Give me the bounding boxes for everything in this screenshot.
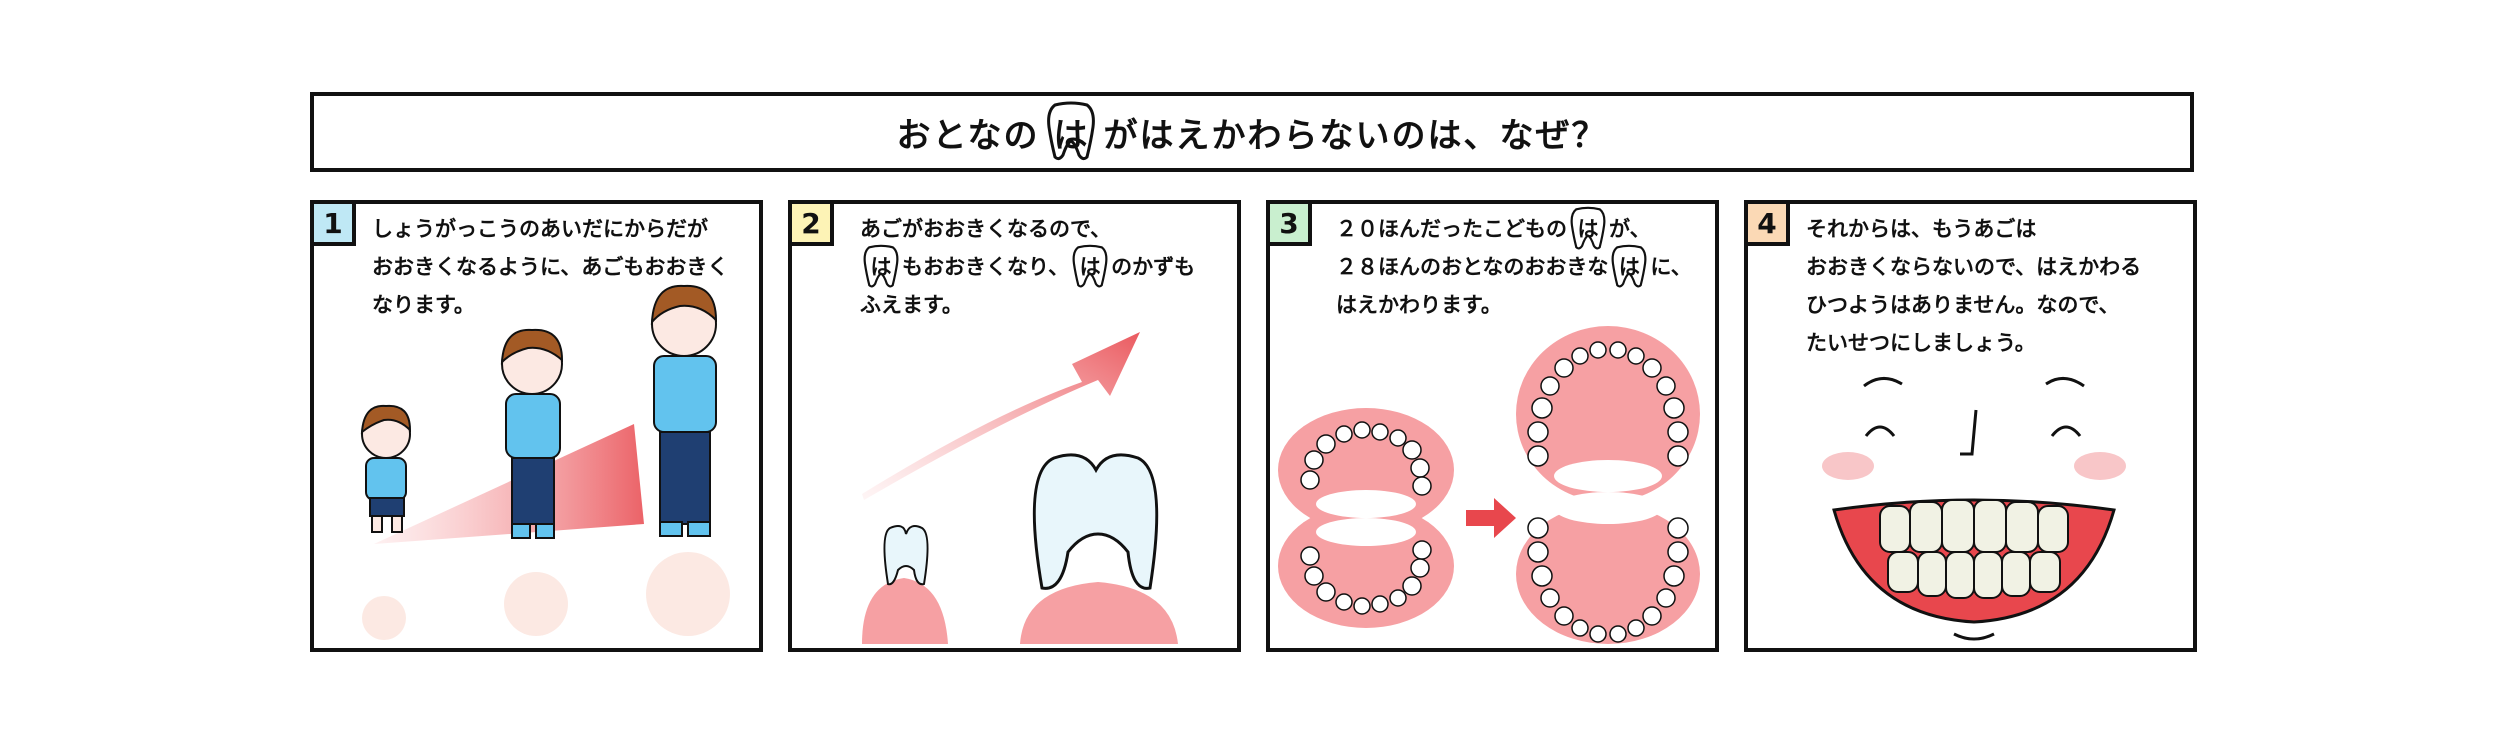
title-before: おとなの [896,115,1040,156]
right-eye-icon [2050,425,2082,437]
panel-number: 1 [314,204,356,246]
panel-number: 4 [1748,204,1790,246]
large-gum-icon [1020,582,1178,644]
tooth-outline-icon: は [1045,101,1097,163]
medium-child-icon [500,328,564,539]
left-cheek-icon [1822,452,1874,480]
title-tooth-char: は [1053,115,1090,156]
adult-tooth-icon [1032,453,1159,590]
panel-number: 2 [792,204,834,246]
tooth-outline-icon: は [1071,244,1109,290]
growing-children-illustration [360,284,730,640]
title-after: がはえかわらないのは、なぜ？ [1103,115,1608,156]
small-head-profile-icon [362,596,406,640]
dentition-change-illustration [1278,326,1700,644]
small-child-icon [360,404,412,533]
medium-head-profile-icon [504,572,568,636]
teeth-icon [1879,499,2069,599]
left-eyebrow-icon [1863,377,1903,388]
panel-number: 3 [1270,204,1312,246]
chin-icon [1953,632,1995,641]
large-child-icon [650,284,718,537]
nose-icon [1960,409,1978,456]
panel-text: あごがおおきくなるので、 は もおおきくなり、 は のかずも ふえます。 [860,217,1196,317]
panel-text: しょうがっこうのあいだにからだが おおきくなるように、あごもおおきく なります。 [372,217,729,317]
panel-4: 4 それからは、もうあごは おおきくならないので、はえかわる ひつようはありませ… [1744,200,2197,652]
baby-tooth-icon [883,525,929,586]
right-arrow-icon [1466,498,1516,538]
panel-2: 2 あごがおおきくなるので、 は もおおきくなり、 は のかずも ふえます。 [788,200,1241,652]
tooth-outline-icon: は [1569,206,1607,252]
right-eyebrow-icon [2045,377,2085,388]
panel-3: 3 ２０ほんだったこどもの は が、 ２８ほんのおとなのおおきな は に、 はえ… [1266,200,1719,652]
small-gum-icon [862,578,948,644]
panel-1: 1 しょうがっこうのあいだにからだが おおきくなるように、あごもおおきく なりま… [310,200,763,652]
title-banner: おとなの は がはえかわらないのは、なぜ？ [310,92,2194,172]
tooth-growth-illustration [862,332,1178,644]
large-head-profile-icon [646,552,730,636]
smiling-face-illustration [1822,377,2126,641]
right-cheek-icon [2074,452,2126,480]
tooth-outline-icon: は [862,244,900,290]
growth-arrow-icon [862,332,1140,500]
panel-text: ２０ほんだったこどもの は が、 ２８ほんのおとなのおおきな は に、 はえかわ… [1336,206,1692,324]
left-eye-icon [1864,425,1896,437]
panel-text: それからは、もうあごは おおきくならないので、はえかわる ひつようはありません。… [1806,217,2142,355]
page-title: おとなの は がはえかわらないのは、なぜ？ [897,101,1608,163]
tooth-outline-icon: は [1610,244,1648,290]
